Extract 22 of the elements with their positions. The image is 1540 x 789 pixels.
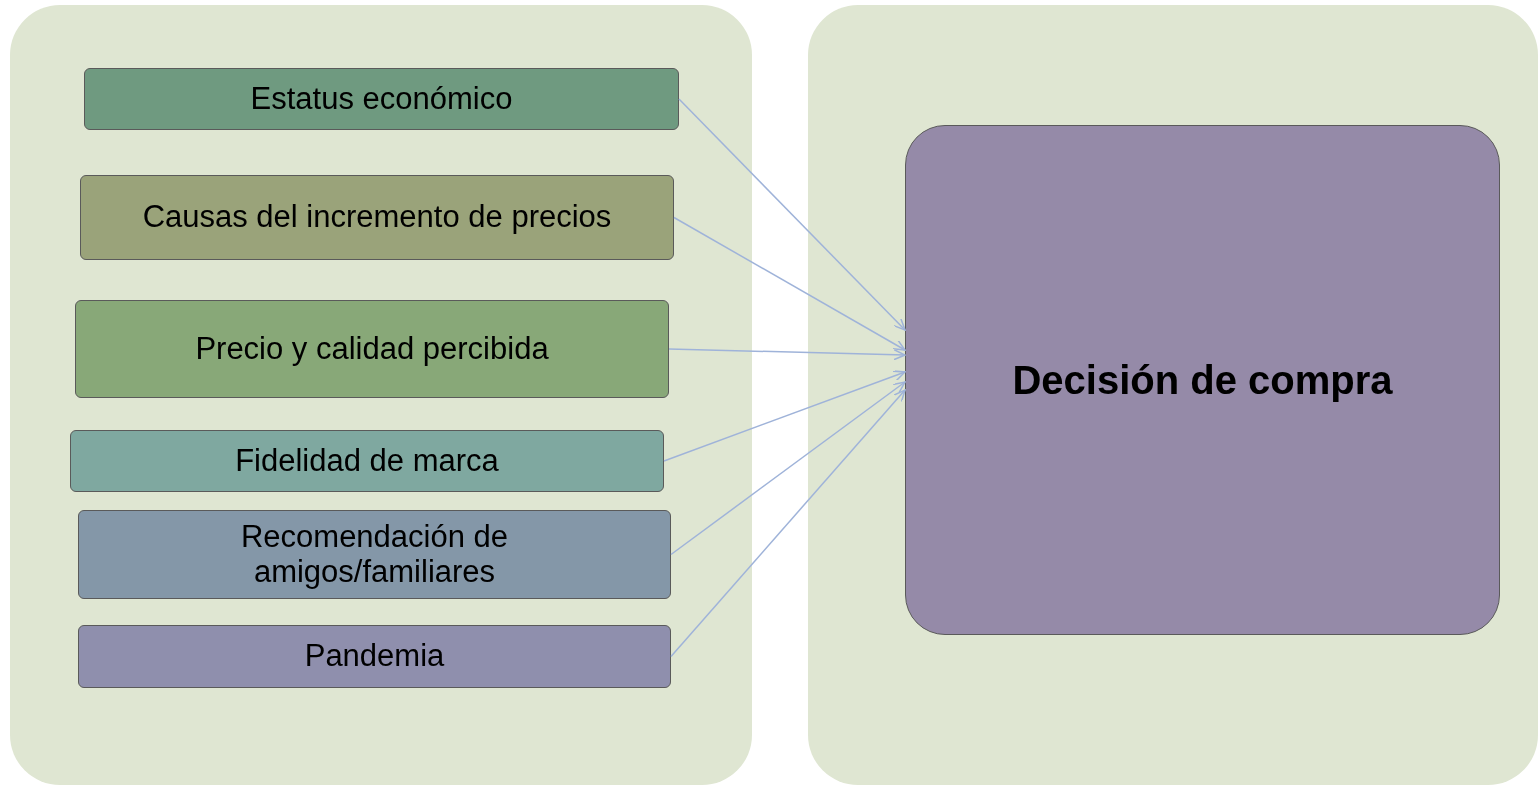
factor-label: Recomendación de amigos/familiares bbox=[239, 520, 510, 589]
factor-box bbox=[84, 68, 679, 130]
panel-background bbox=[808, 5, 1538, 785]
factor-box bbox=[70, 430, 664, 492]
arrow bbox=[670, 381, 906, 556]
arrow bbox=[673, 216, 906, 351]
factor-box bbox=[80, 175, 674, 260]
factor-label: Precio y calidad percibida bbox=[194, 331, 550, 367]
decision-box bbox=[905, 125, 1500, 635]
factor-box bbox=[78, 510, 671, 599]
factor-label: Fidelidad de marca bbox=[234, 443, 500, 479]
factor-label: Estatus económico bbox=[249, 81, 514, 117]
panel-background bbox=[10, 5, 752, 785]
factor-label: Causas del incremento de precios bbox=[141, 200, 613, 235]
factor-box bbox=[75, 300, 669, 398]
arrow bbox=[678, 98, 906, 331]
decision-label: Decisión de compra bbox=[1011, 357, 1394, 404]
arrow bbox=[663, 370, 906, 462]
arrow bbox=[670, 389, 906, 658]
arrow bbox=[668, 348, 906, 361]
factor-box bbox=[78, 625, 671, 688]
factor-label: Pandemia bbox=[303, 639, 446, 674]
